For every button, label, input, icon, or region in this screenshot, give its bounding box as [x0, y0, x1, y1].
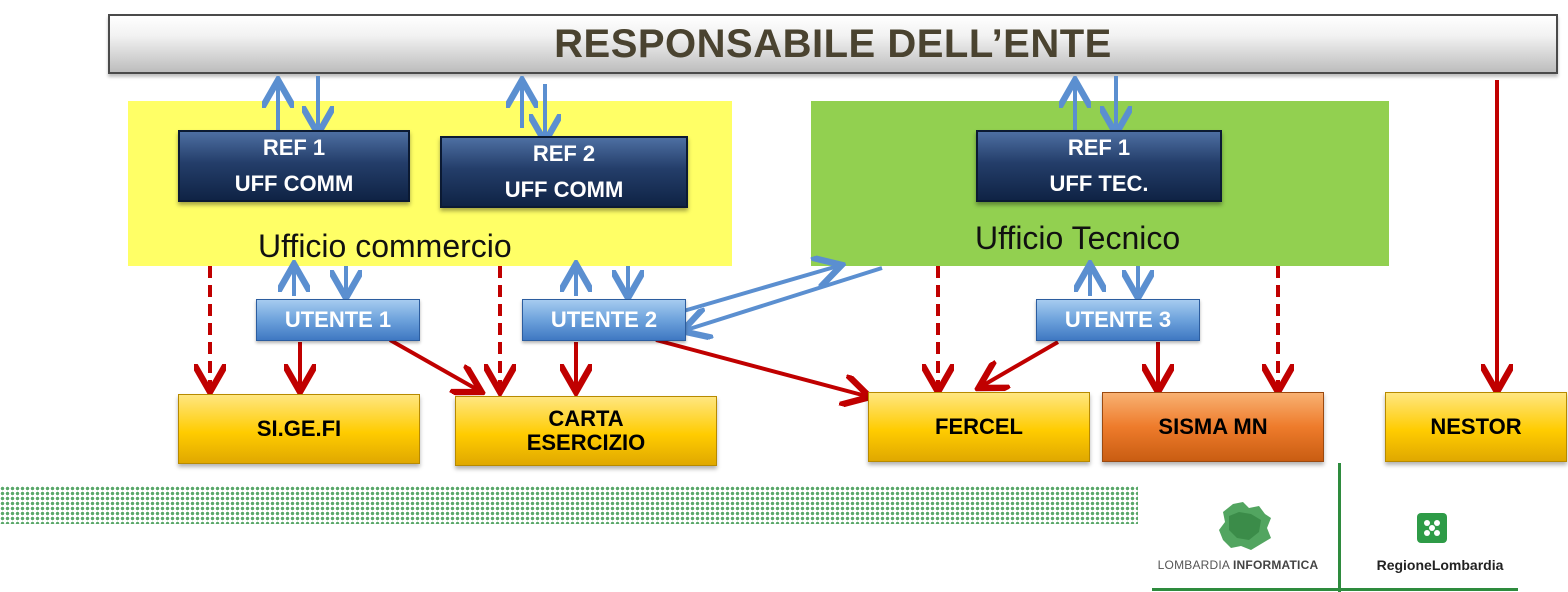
ref1-comm-line2: UFF COMM	[234, 171, 354, 196]
carta-esercizio-box: CARTA ESERCIZIO	[455, 396, 717, 466]
nestor-label: NESTOR	[1430, 414, 1522, 439]
responsabile-banner: RESPONSABILE DELL’ENTE	[108, 14, 1558, 74]
regione-lombardia-logo-icon	[1417, 513, 1447, 543]
lombardia-informatica-wordmark: LOMBARDIA INFORMATICA	[1148, 558, 1328, 572]
utente2-box: UTENTE 2	[522, 299, 686, 341]
ref1-uff-comm-box: REF 1 UFF COMM	[178, 130, 410, 202]
sigefi-label: SI.GE.FI	[256, 416, 342, 441]
utente1-box: UTENTE 1	[256, 299, 420, 341]
ref2-uff-comm-box: REF 2 UFF COMM	[440, 136, 688, 208]
sigefi-box: SI.GE.FI	[178, 394, 420, 464]
ref1-tec-line1: REF 1	[1067, 135, 1131, 160]
ref1-uff-tec-box: REF 1 UFF TEC.	[976, 130, 1222, 202]
ref2-comm-line2: UFF COMM	[504, 177, 624, 202]
fercel-label: FERCEL	[935, 414, 1023, 439]
ref1-comm-line1: REF 1	[262, 135, 326, 160]
carta-label-line1: CARTA	[548, 406, 624, 431]
nestor-box: NESTOR	[1385, 392, 1567, 462]
dotted-band	[0, 486, 1138, 524]
utente3-box: UTENTE 3	[1036, 299, 1200, 341]
ref2-comm-line1: REF 2	[532, 141, 596, 166]
fercel-box: FERCEL	[868, 392, 1090, 462]
office-tecnico-label: Ufficio Tecnico	[975, 220, 1181, 256]
sisma-label: SISMA MN	[1158, 414, 1268, 439]
office-commercio-label: Ufficio commercio	[258, 228, 512, 264]
regione-lombardia-wordmark: RegioneLombardia	[1376, 557, 1504, 573]
logo-divider-vertical	[1338, 463, 1341, 592]
carta-label-line2: ESERCIZIO	[526, 430, 646, 455]
sisma-mn-box: SISMA MN	[1102, 392, 1324, 462]
lombardia-wordmark-part1: LOMBARDIA	[1157, 558, 1234, 572]
banner-title: RESPONSABILE DELL’ENTE	[554, 21, 1112, 66]
logo-divider-horizontal	[1152, 588, 1518, 591]
lombardia-informatica-logo-icon	[1219, 502, 1271, 550]
lombardia-wordmark-part2: INFORMATICA	[1233, 558, 1319, 572]
ref1-tec-line2: UFF TEC.	[1049, 171, 1149, 196]
